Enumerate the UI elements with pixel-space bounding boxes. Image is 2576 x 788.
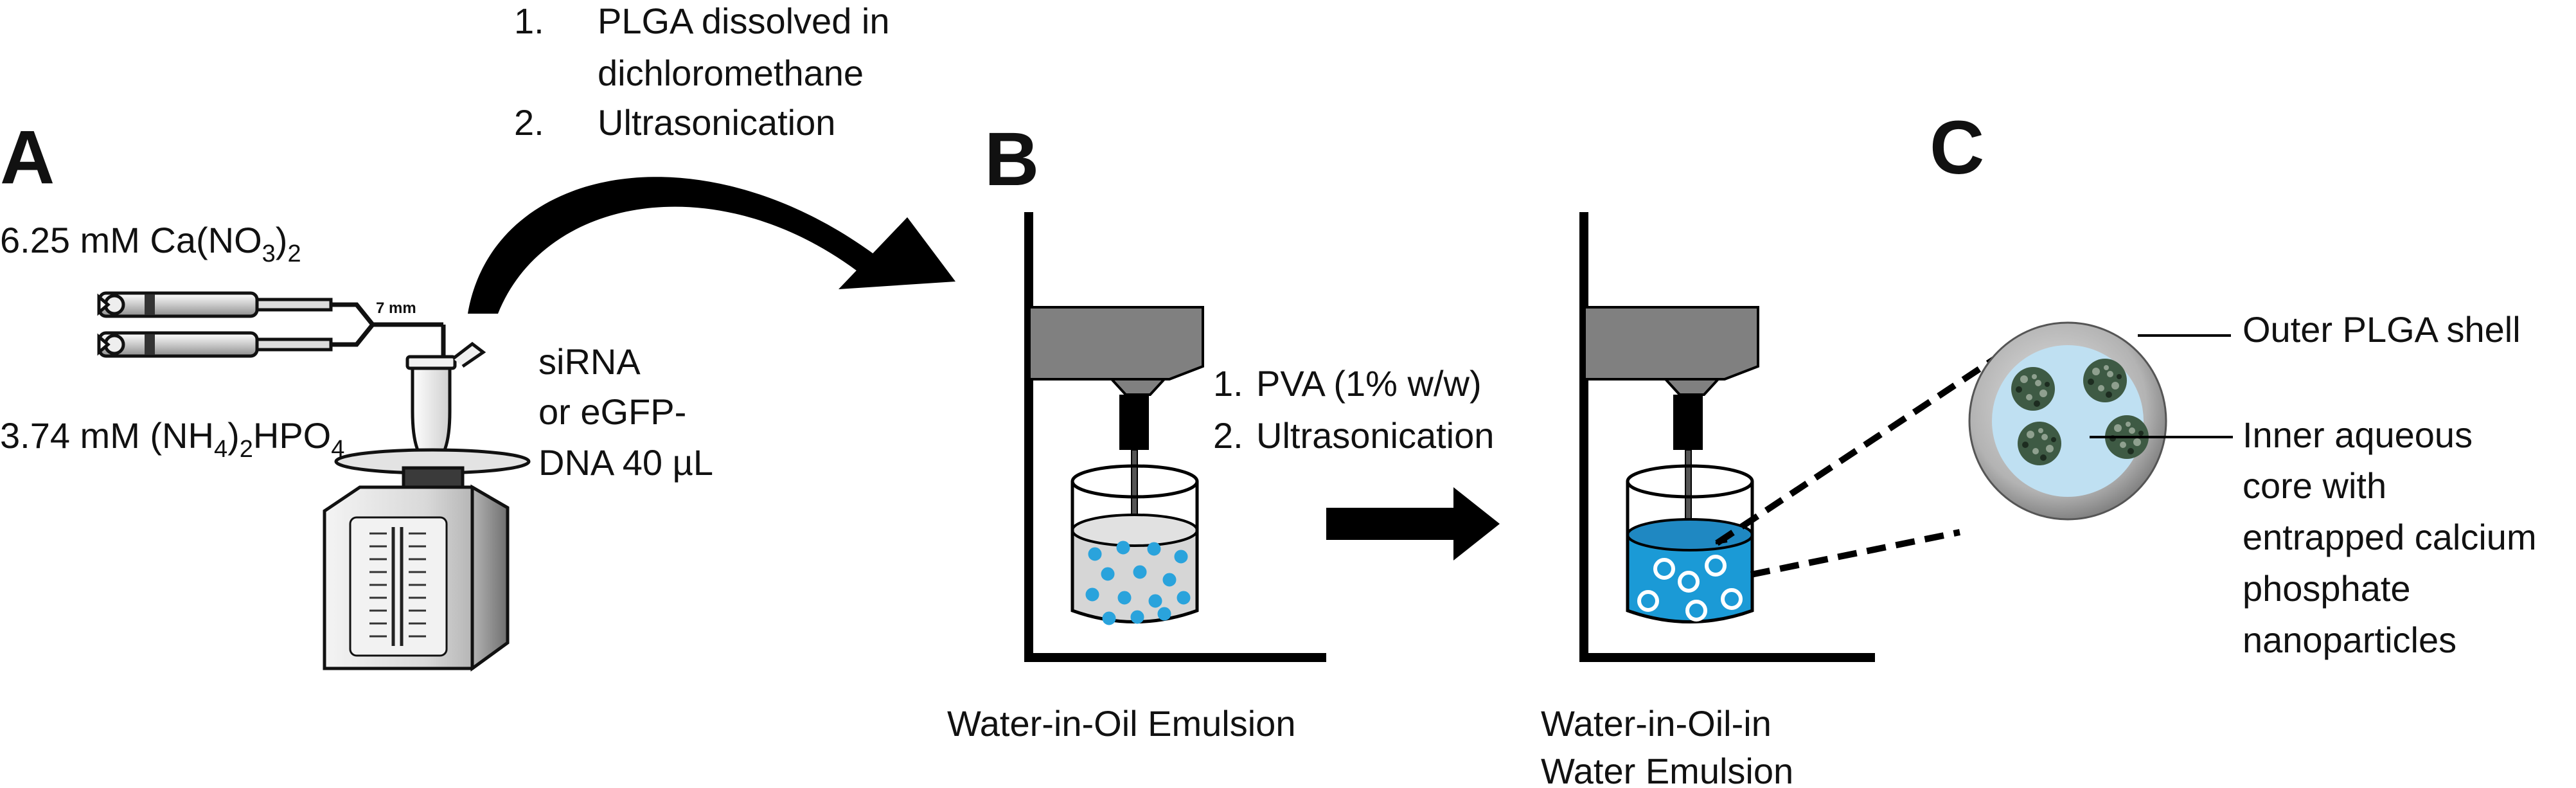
dual-syringe: [97, 291, 446, 361]
needle-length-label: 7 mm: [376, 300, 416, 317]
payload-label: siRNA or eGFP- DNA 40 µL: [538, 341, 713, 483]
step-1-item-2-text: Ultrasonication: [598, 102, 835, 143]
microtube: [405, 341, 486, 466]
zoom-lines: [1715, 330, 2036, 578]
step-2-item-2-text: Ultrasonication: [1256, 415, 1494, 456]
step-1-item-2-number: 2.: [514, 102, 544, 143]
nanoparticle-3: [2018, 422, 2061, 465]
curved-arrow: [468, 177, 955, 314]
right-arrow: [1326, 487, 1500, 560]
emulsion-2-label-line-2: Water Emulsion: [1541, 751, 1793, 788]
step-1-item-1-number: 1.: [514, 1, 544, 41]
core-label: Inner aqueous core with entrapped calciu…: [2243, 415, 2546, 660]
step-1-list: 1. PLGA dissolved in dichloromethane 2. …: [514, 1, 900, 143]
step-2-item-1-number: 1.: [1213, 363, 1243, 404]
step-2-list: 1. PVA (1% w/w) 2. Ultrasonication: [1213, 363, 1494, 456]
mixer-scale-marks: [369, 532, 426, 638]
nanoparticle-2: [2083, 359, 2127, 402]
reagent-2-label: 3.74 mM (NH4)2HPO4: [0, 415, 344, 463]
beaker-water-in-oil: [1070, 464, 1199, 625]
nanoparticle-1: [2011, 367, 2055, 411]
reagent-1-label: 6.25 mM Ca(NO3)2: [0, 220, 301, 267]
panel-label-c: C: [1930, 105, 1984, 190]
sonicator-stand-1: [1024, 212, 1326, 662]
step-1-item-1-text: PLGA dissolved in dichloromethane: [598, 1, 900, 93]
step-2-item-2-number: 2.: [1213, 415, 1243, 456]
emulsion-1-label: Water-in-Oil Emulsion: [947, 703, 1295, 744]
emulsion-2-label: Water-in-Oil-in Water Emulsion: [1541, 703, 1793, 788]
zoom-pointers: [1715, 540, 1728, 544]
step-2-item-1-text: PVA (1% w/w): [1256, 363, 1482, 404]
sonicator-stand-2: [1579, 212, 1875, 662]
emulsion-2-label-line-1: Water-in-Oil-in: [1541, 703, 1772, 744]
leader-lines: [2090, 334, 2233, 438]
panel-label-a: A: [0, 115, 55, 200]
panel-label-b: B: [984, 117, 1039, 202]
shell-label: Outer PLGA shell: [2243, 309, 2521, 350]
vortex-mixer: [323, 448, 531, 672]
